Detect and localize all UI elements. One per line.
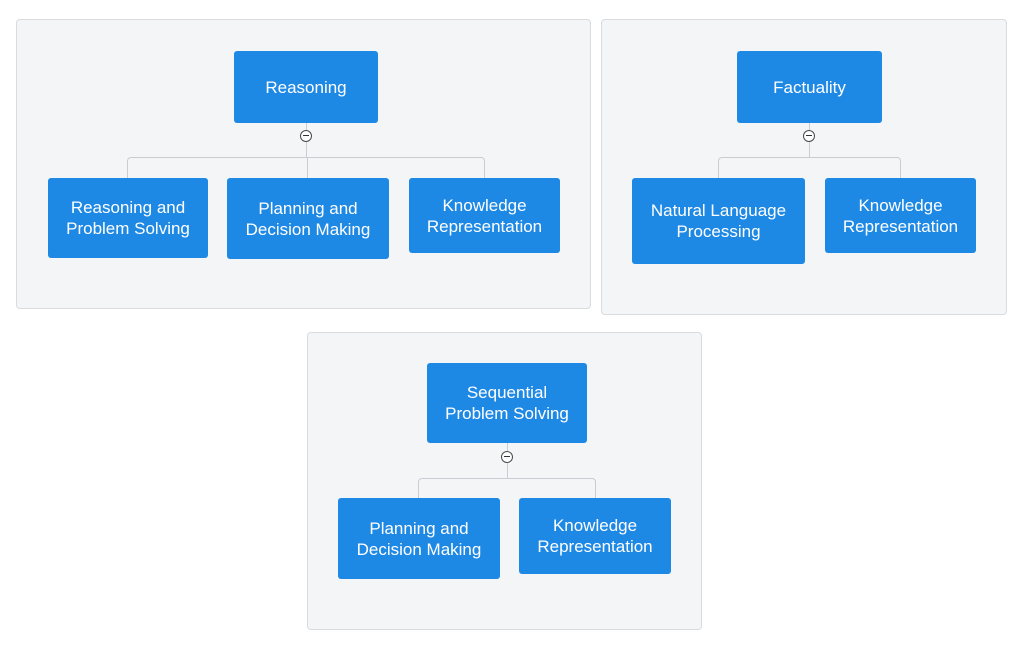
child-node-planning-decision-making[interactable]: Planning and Decision Making	[338, 498, 500, 579]
child-node-reasoning-problem-solving[interactable]: Reasoning and Problem Solving	[48, 178, 208, 258]
collapse-minus-icon[interactable]	[501, 451, 513, 463]
root-node-factuality[interactable]: Factuality	[737, 51, 882, 123]
diagram-panel-sequential-problem-solving	[307, 332, 702, 630]
branch-connector-middle	[307, 157, 308, 178]
child-node-planning-decision-making[interactable]: Planning and Decision Making	[227, 178, 389, 259]
child-node-knowledge-representation[interactable]: Knowledge Representation	[825, 178, 976, 253]
collapse-minus-icon[interactable]	[300, 130, 312, 142]
branch-connector	[418, 478, 596, 498]
child-node-natural-language-processing[interactable]: Natural Language Processing	[632, 178, 805, 264]
branch-connector	[718, 157, 901, 178]
collapse-minus-icon[interactable]	[803, 130, 815, 142]
root-node-reasoning[interactable]: Reasoning	[234, 51, 378, 123]
child-node-knowledge-representation[interactable]: Knowledge Representation	[409, 178, 560, 253]
child-node-knowledge-representation[interactable]: Knowledge Representation	[519, 498, 671, 574]
branch-connector	[127, 157, 485, 178]
root-node-sequential-problem-solving[interactable]: Sequential Problem Solving	[427, 363, 587, 443]
